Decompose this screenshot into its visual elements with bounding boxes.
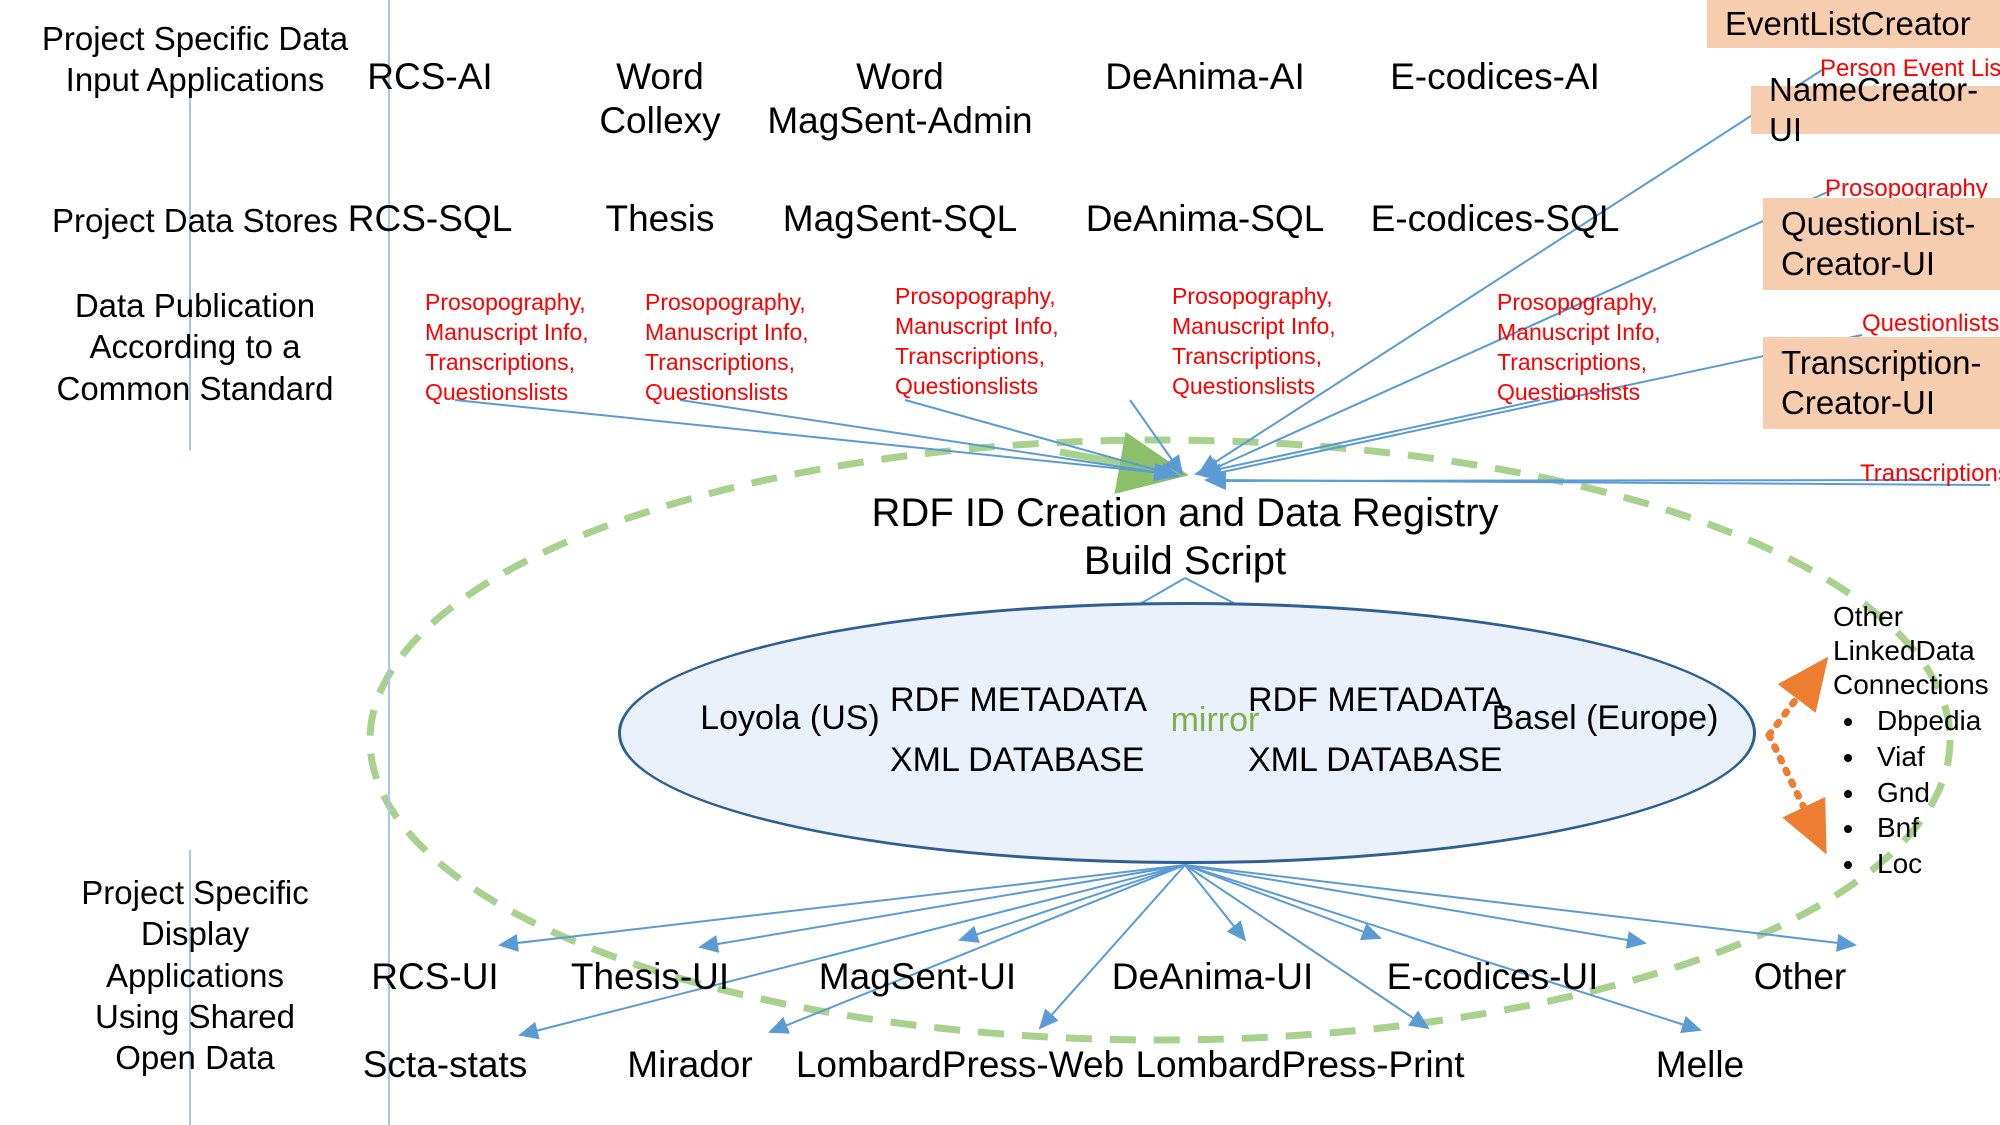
- creator-tool-eventlistcreator[interactable]: EventListCreator: [1707, 0, 2000, 48]
- linked-data-arrows: [1765, 656, 1829, 855]
- boundary-arrow: [1059, 431, 1189, 494]
- input-app-e-codices-ai[interactable]: E-codices-AI: [1390, 56, 1600, 97]
- repository-site-loyola: Loyola (US): [700, 699, 880, 737]
- registry-subtitle: Build Script: [1083, 539, 1287, 583]
- display-app-lombardpress-print[interactable]: LombardPress-Print: [1135, 1044, 1465, 1085]
- sidebar-label-data-publication: Data Publication According to a Common S…: [56, 287, 334, 407]
- display-app-scta-stats[interactable]: Scta-stats: [362, 1044, 528, 1085]
- published-data-magsent: Prosopography, Manuscript Info, Transcri…: [895, 283, 1059, 399]
- repository-left-xml-database: XML DATABASE: [890, 741, 1145, 779]
- creator-tool-transcriptioncreator-ui-label: Transcription- Creator-UI: [1781, 343, 1982, 421]
- creator-data-questionlists: Questionlists: [1862, 310, 2000, 337]
- main-column-divider: [388, 0, 390, 1125]
- repository-left-rdf-metadata: RDF METADATA: [890, 681, 1147, 719]
- creator-tool-eventlistcreator-label: EventListCreator: [1725, 4, 1971, 42]
- input-app-word-magsent-admin[interactable]: Word MagSent-Admin: [767, 56, 1033, 141]
- outbound-arrows: [498, 864, 1857, 1040]
- input-app-word-collexy[interactable]: Word Collexy: [599, 56, 721, 141]
- published-data-rcs: Prosopography, Manuscript Info, Transcri…: [425, 289, 589, 405]
- linked-data-item-viaf[interactable]: Viaf: [1867, 739, 2000, 775]
- display-app-thesis-ui[interactable]: Thesis-UI: [570, 956, 730, 997]
- repository-ellipse: [618, 602, 1756, 864]
- published-data-deanima: Prosopography, Manuscript Info, Transcri…: [1172, 283, 1336, 399]
- creator-data-person-event-list: Person Event List: [1820, 55, 2000, 82]
- display-app-e-codices-ui[interactable]: E-codices-UI: [1386, 956, 1599, 997]
- display-app-rcs-ui[interactable]: RCS-UI: [371, 956, 499, 997]
- linked-data-item-dbpedia[interactable]: Dbpedia: [1867, 703, 2000, 739]
- creator-tool-questionlistcreator-ui[interactable]: QuestionList- Creator-UI: [1763, 198, 2000, 290]
- section-divider-upper: [189, 90, 191, 450]
- data-store-deanima-sql[interactable]: DeAnima-SQL: [1085, 198, 1325, 239]
- sidebar-label-display-applications: Project Specific Display Applications Us…: [81, 874, 309, 1076]
- display-app-deanima-ui[interactable]: DeAnima-UI: [1111, 956, 1314, 997]
- creator-data-prosopography: Prosopography: [1825, 175, 1988, 202]
- linked-data-item-gnd[interactable]: Gnd: [1867, 775, 2000, 811]
- published-data-e-codices: Prosopography, Manuscript Info, Transcri…: [1497, 289, 1661, 405]
- creator-data-transcriptions: Transcriptions: [1860, 460, 2000, 487]
- sidebar-label-input-applications: Project Specific Data Input Applications: [41, 20, 349, 99]
- repository-site-basel: Basel (Europe): [1491, 699, 1719, 737]
- mirror-label: mirror: [1170, 701, 1260, 739]
- display-app-melle[interactable]: Melle: [1655, 1044, 1745, 1085]
- data-store-rcs-sql[interactable]: RCS-SQL: [347, 198, 513, 239]
- linked-data-item-loc[interactable]: Loc: [1867, 846, 2000, 882]
- linked-data-title: Other LinkedData Connections: [1833, 601, 1989, 701]
- repository-right-xml-database: XML DATABASE: [1248, 741, 1503, 779]
- display-app-lombardpress-web[interactable]: LombardPress-Web: [795, 1044, 1125, 1085]
- section-divider-lower: [189, 850, 191, 1125]
- creator-tool-namecreator-ui-label: NameCreator-UI: [1769, 70, 1979, 148]
- linked-data-list: Dbpedia Viaf Gnd Bnf Loc: [1833, 703, 2000, 882]
- creator-tool-transcriptioncreator-ui[interactable]: Transcription- Creator-UI: [1763, 337, 2000, 429]
- display-app-mirador[interactable]: Mirador: [627, 1044, 753, 1085]
- data-store-magsent-sql[interactable]: MagSent-SQL: [782, 198, 1018, 239]
- input-app-rcs-ai[interactable]: RCS-AI: [367, 56, 493, 97]
- data-store-e-codices-sql[interactable]: E-codices-SQL: [1370, 198, 1620, 239]
- linked-data-item-bnf[interactable]: Bnf: [1867, 810, 2000, 846]
- creator-tool-questionlistcreator-ui-label: QuestionList- Creator-UI: [1781, 204, 1976, 282]
- input-app-deanima-ai[interactable]: DeAnima-AI: [1105, 56, 1305, 97]
- data-store-thesis[interactable]: Thesis: [605, 198, 715, 239]
- sidebar-label-data-stores: Project Data Stores: [51, 202, 339, 239]
- registry-title: RDF ID Creation and Data Registry: [871, 491, 1499, 535]
- display-app-magsent-ui[interactable]: MagSent-UI: [818, 956, 1017, 997]
- creator-tool-namecreator-ui[interactable]: NameCreator-UI: [1751, 71, 2000, 148]
- display-app-other[interactable]: Other: [1753, 956, 1847, 997]
- repository-right-rdf-metadata: RDF METADATA: [1248, 681, 1505, 719]
- published-data-thesis: Prosopography, Manuscript Info, Transcri…: [645, 289, 809, 405]
